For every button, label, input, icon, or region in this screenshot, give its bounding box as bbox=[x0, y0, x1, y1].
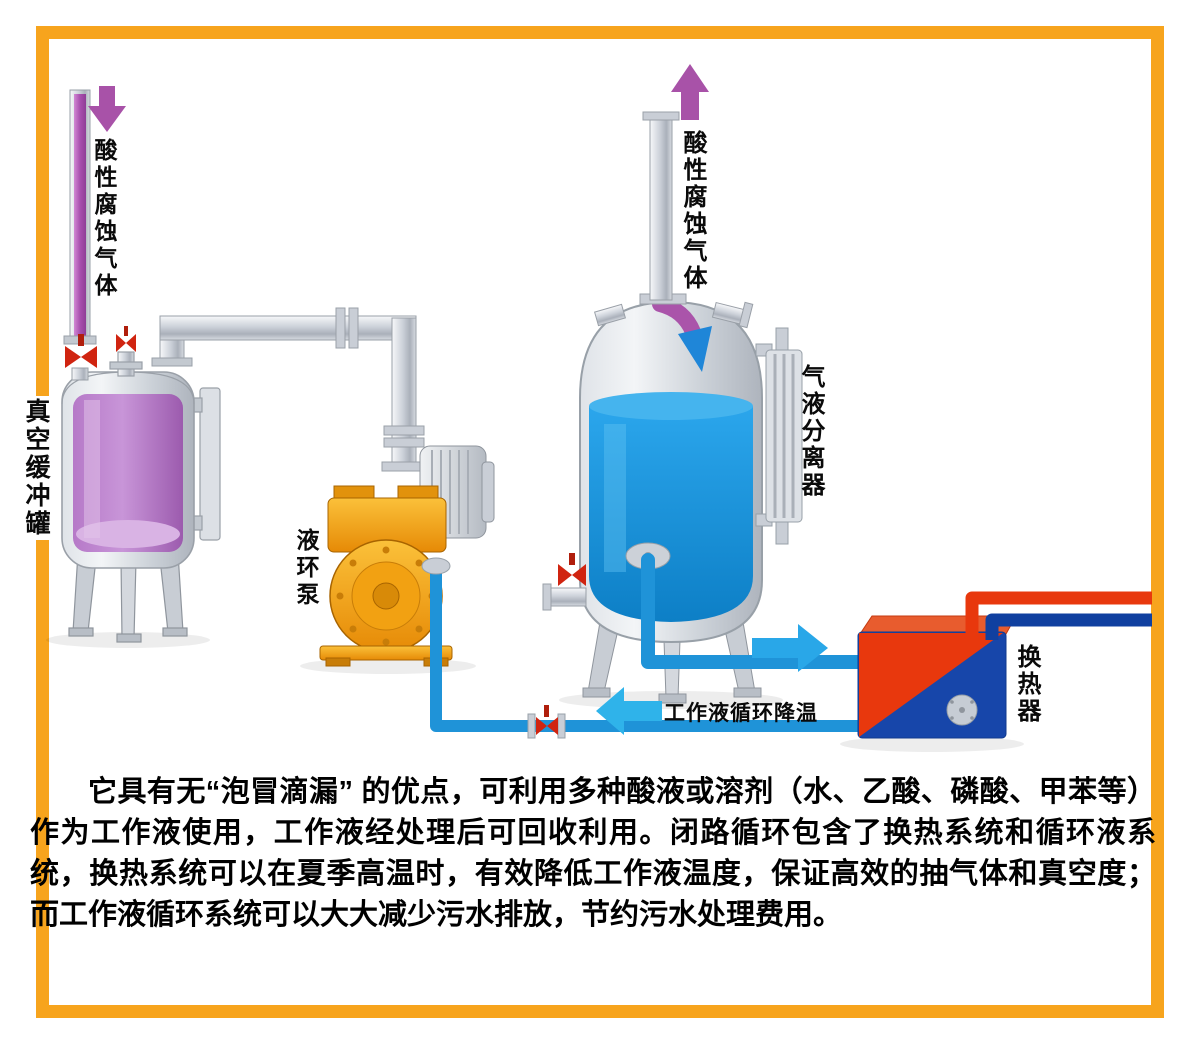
suction-pipe bbox=[151, 307, 427, 472]
inlet-valve-icon bbox=[65, 334, 97, 368]
label-liquid-ring-pump: 液环泵 bbox=[293, 528, 319, 609]
flow-arrow-left-icon bbox=[596, 687, 662, 735]
vacuum-buffer-tank bbox=[61, 326, 221, 643]
process-diagram bbox=[46, 64, 1152, 752]
tank-top-valve-icon bbox=[116, 326, 136, 352]
label-circulation-cooling: 工作液循环降温 bbox=[664, 702, 818, 725]
label-acid-gas-right: 酸性腐蚀气体 bbox=[679, 130, 706, 292]
gas-in-arrow-icon bbox=[88, 86, 126, 132]
return-valve-icon bbox=[527, 705, 566, 739]
inlet-gas-pipe bbox=[63, 89, 97, 381]
description-paragraph: 它具有无“泡冒滴漏” 的优点，可利用多种酸液或溶剂（水、乙酸、磷酸、甲苯等）作为… bbox=[30, 776, 1156, 931]
separator-valve-icon bbox=[558, 553, 586, 586]
label-acid-gas-left: 酸性腐蚀气体 bbox=[91, 138, 117, 300]
liquid-ring-pump bbox=[319, 485, 453, 667]
label-gas-liquid-separator: 气液分离器 bbox=[797, 364, 824, 499]
label-vacuum-buffer-tank: 真空缓冲罐 bbox=[22, 396, 50, 540]
working-liquid-pipes bbox=[430, 553, 865, 732]
heat-exchanger bbox=[857, 615, 1017, 739]
label-heat-exchanger: 换热器 bbox=[1013, 644, 1040, 725]
flow-arrow-right-icon bbox=[752, 624, 828, 672]
exhaust-pipe bbox=[642, 111, 680, 301]
gas-out-arrow-icon bbox=[671, 64, 709, 120]
separator-coil bbox=[755, 327, 803, 545]
heat-exchanger-pipes bbox=[965, 591, 1152, 640]
